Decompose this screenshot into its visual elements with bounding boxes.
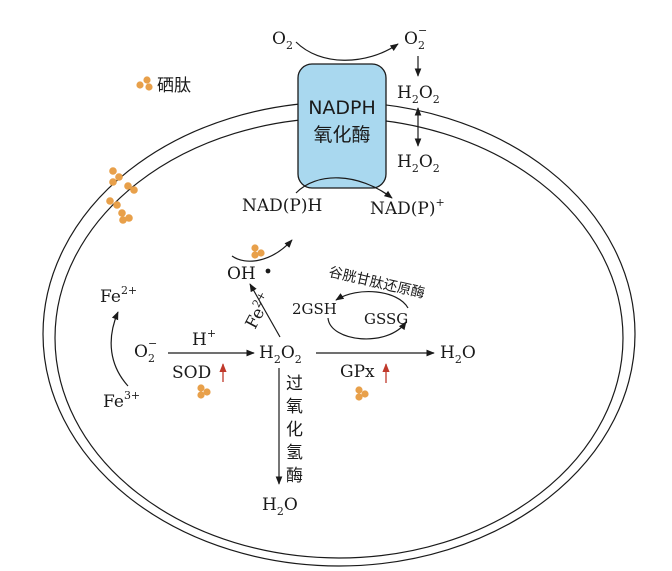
superoxide-left: O2−: [134, 337, 157, 365]
enzyme-line2: 氧化酶: [313, 124, 370, 146]
enzyme-line1: NADPH: [308, 97, 376, 119]
nadph-oxidase-box: [297, 63, 387, 189]
hplus-label: H+: [192, 327, 216, 350]
h2o2-mid: H2O2: [397, 152, 440, 175]
fe3-left: Fe3+: [103, 389, 140, 412]
fe2-tilted: Fe2+: [240, 289, 277, 332]
gpx-dots-icon: [355, 386, 369, 401]
radical-dot-icon: [265, 268, 271, 274]
h2o2-top: H2O2: [397, 83, 440, 106]
catalase-char: 氧: [286, 397, 303, 417]
o2-top: O2: [272, 29, 293, 52]
catalase-char: 氢: [286, 443, 303, 463]
nadph-label: NAD(P)H: [242, 196, 322, 216]
catalase-char: 化: [286, 420, 303, 440]
h2o-right: H2O: [440, 343, 476, 366]
arrow-gssg-to-gsh: [335, 290, 409, 309]
legend-label: 硒肽: [157, 76, 191, 96]
catalase-label: 过 氧 化 氢 酶: [286, 374, 303, 486]
legend-dots-icon: [136, 76, 153, 91]
arrow-h2o2-to-oh: [249, 283, 281, 338]
h2o2-center: H2O2: [259, 343, 302, 366]
oh-radical: OH: [227, 264, 256, 284]
sod-dots-icon: [197, 384, 211, 399]
gsh-label: 2GSH: [292, 300, 337, 318]
arrow-fe3-to-fe2: [110, 311, 129, 387]
h2o-bottom: H2O: [262, 495, 298, 518]
gssg-label: GSSG: [364, 310, 408, 328]
arrow-nadph-to-nadp: [295, 177, 393, 199]
arrow-o2-to-superoxide: [295, 41, 399, 61]
oh-dots-icon: [251, 244, 265, 259]
superoxide-top: O2−: [404, 24, 427, 52]
membrane-dots-icon: [106, 167, 138, 224]
catalase-char: 酶: [286, 466, 303, 486]
nadp-label: NAD(P)+: [370, 196, 445, 219]
sod-label: SOD: [172, 363, 211, 383]
catalase-char: 过: [286, 374, 303, 394]
arrow-oh-scavenged: [231, 239, 293, 262]
fe2-left: Fe2+: [100, 284, 137, 307]
arrow-gsh-to-gssg: [327, 317, 407, 340]
gpx-label: GPx: [340, 362, 375, 382]
